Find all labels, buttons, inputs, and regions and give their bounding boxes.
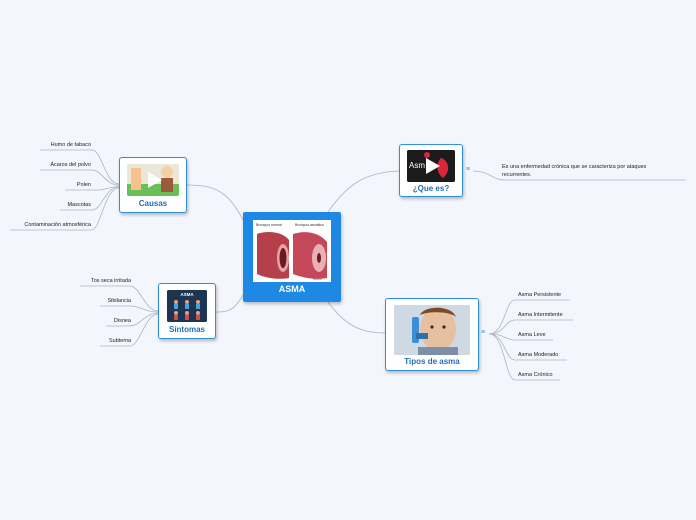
causas-node[interactable]: Causas <box>119 157 187 213</box>
que-es-label: ¿Que es? <box>412 184 450 193</box>
causa-item[interactable]: Mascotas <box>67 202 91 208</box>
play-icon[interactable] <box>148 172 162 188</box>
tipos-label: Tipos de asma <box>404 357 460 366</box>
collapse-icon[interactable]: ≡ <box>466 166 471 173</box>
bronchi-image: Bronquio normal Bronquio asmático ADAM <box>253 220 331 282</box>
tipo-item[interactable]: Asma Moderado <box>518 352 559 358</box>
sintomas-image: ASMA <box>167 290 207 322</box>
caption-normal: Bronquio normal <box>256 223 282 227</box>
image-watermark: ADAM <box>313 277 322 281</box>
que-es-video-thumbnail[interactable]: Asm <box>407 150 455 182</box>
tipo-item[interactable]: Asma Leve <box>518 332 546 338</box>
causas-video-thumbnail[interactable] <box>127 164 179 196</box>
tipo-item[interactable]: Asma Crónico <box>518 372 553 378</box>
sintoma-item[interactable]: Subtema <box>108 338 131 344</box>
que-es-description[interactable]: Es una enfermedad crónica que se caracte… <box>502 164 647 178</box>
sintoma-item[interactable]: Disnea <box>113 318 131 324</box>
causas-label: Causas <box>138 199 168 208</box>
sintomas-node[interactable]: ASMA Síntomas <box>158 283 216 339</box>
caption-asthmatic: Bronquio asmático <box>295 223 324 227</box>
collapse-icon[interactable]: ≡ <box>481 329 486 336</box>
sintomas-image-title: ASMA <box>180 292 194 297</box>
causa-item[interactable]: Contaminación atmosférica <box>24 222 91 228</box>
tipos-node[interactable]: Tipos de asma <box>385 298 479 371</box>
sintomas-label: Síntomas <box>168 325 205 334</box>
sintoma-item[interactable]: Sibilancia <box>107 298 131 304</box>
causa-item[interactable]: Ácaros del polvo <box>50 162 91 168</box>
causa-item[interactable]: Polen <box>76 182 91 188</box>
tipos-image <box>394 305 470 355</box>
que-es-image-text: Asm <box>409 161 425 170</box>
causa-item[interactable]: Humo de tabaco <box>50 142 91 148</box>
sintoma-item[interactable]: Tos seca irritada <box>90 278 131 284</box>
root-node-asma[interactable]: Bronquio normal Bronquio asmático ADAM A… <box>243 212 341 302</box>
tipo-item[interactable]: Asma Persistente <box>518 292 562 298</box>
root-label: ASMA <box>278 284 306 294</box>
play-icon[interactable] <box>426 158 440 174</box>
tipo-item[interactable]: Asma Intermitente <box>518 312 563 318</box>
que-es-node[interactable]: Asm ¿Que es? <box>399 144 463 197</box>
